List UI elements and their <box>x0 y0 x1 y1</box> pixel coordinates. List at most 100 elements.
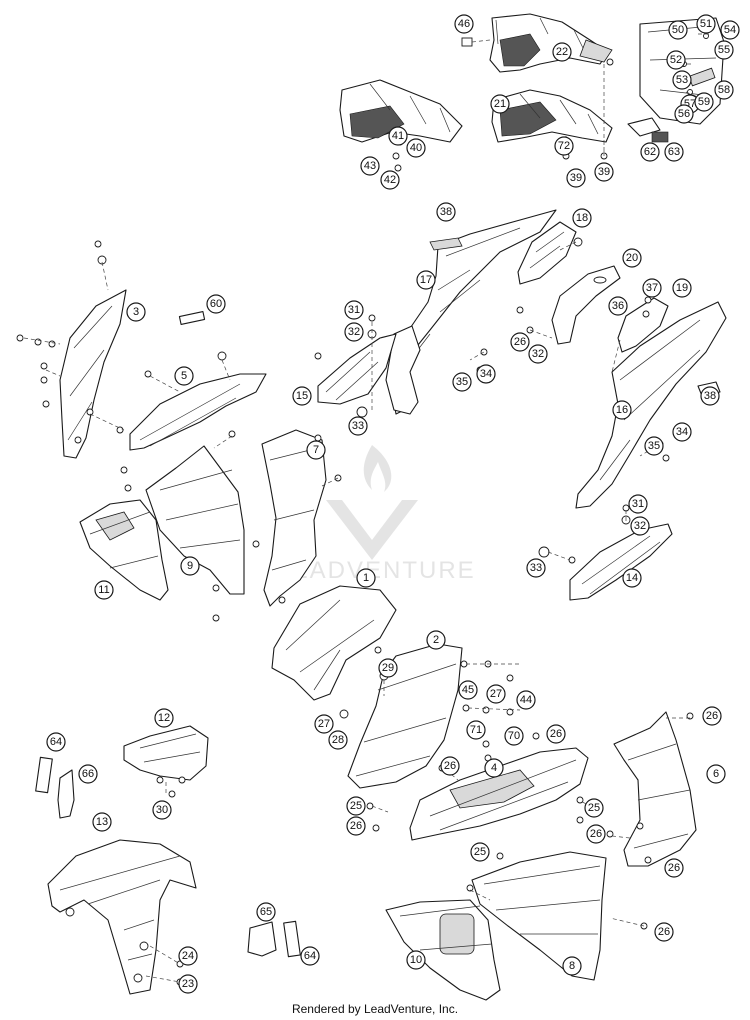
callout-bubble: 34 <box>476 364 496 384</box>
callout-number: 25 <box>350 800 362 812</box>
callout-list: 46 22 50 51 54 55 52 53 58 57 59 56 21 4… <box>46 14 740 994</box>
callout-bubble: 26 <box>586 824 606 844</box>
callout-number: 15 <box>296 390 308 402</box>
callout-number: 56 <box>678 108 690 120</box>
callout-bubble: 24 <box>178 946 198 966</box>
callout-number: 41 <box>392 130 404 142</box>
callout-number: 26 <box>590 828 602 840</box>
callout-number: 18 <box>576 212 588 224</box>
callout-number: 52 <box>670 54 682 66</box>
rear-cover-21 <box>491 89 613 143</box>
callout-number: 65 <box>260 906 272 918</box>
callout-bubble: 64 <box>300 946 320 966</box>
callout-bubble: 8 <box>562 956 582 976</box>
callout-number: 26 <box>658 926 670 938</box>
callout-number: 6 <box>713 768 719 780</box>
bracket-19 <box>617 296 669 353</box>
callout-number: 71 <box>470 724 482 736</box>
callout-bubble: 4 <box>484 758 504 778</box>
callout-number: 44 <box>520 694 532 706</box>
callout-bubble: 26 <box>440 756 460 776</box>
callout-number: 25 <box>474 846 486 858</box>
callout-bubble: 43 <box>360 156 380 176</box>
callout-bubble: 65 <box>256 902 276 922</box>
callout-number: 33 <box>530 562 542 574</box>
callout-bubble: 12 <box>154 708 174 728</box>
callout-number: 26 <box>514 336 526 348</box>
callout-bubble: 72 <box>554 136 574 156</box>
callout-bubble: 33 <box>526 558 546 578</box>
rear-cover-left <box>339 79 463 143</box>
callout-bubble: 27 <box>486 684 506 704</box>
callout-bubble: 15 <box>292 386 312 406</box>
callout-number: 36 <box>612 300 624 312</box>
headlight-cover-3 <box>59 289 127 459</box>
callout-number: 14 <box>626 572 638 584</box>
callout-bubble: 31 <box>344 300 364 320</box>
callout-number: 27 <box>490 688 502 700</box>
cover-15 <box>317 333 397 405</box>
callout-number: 11 <box>98 584 109 596</box>
callout-number: 32 <box>348 326 360 338</box>
callout-bubble: 58 <box>714 80 734 100</box>
side-panel-11 <box>79 499 169 601</box>
seat-cover-12 <box>123 725 209 784</box>
callout-number: 1 <box>363 572 369 584</box>
callout-bubble: 7 <box>306 440 326 460</box>
callout-number: 20 <box>626 252 638 264</box>
lower-fairing-4 <box>409 747 589 841</box>
lower-panel-8 <box>471 851 607 981</box>
callout-bubble: 36 <box>608 296 628 316</box>
callout-number: 34 <box>480 368 492 380</box>
callout-number: 29 <box>382 662 394 674</box>
callout-bubble: 26 <box>510 332 530 352</box>
callout-bubble: 1 <box>356 568 376 588</box>
callout-bubble: 32 <box>528 344 548 364</box>
callout-number: 13 <box>96 816 108 828</box>
reflector-62 <box>627 117 669 143</box>
callout-bubble: 26 <box>654 922 674 942</box>
watermark-v-icon <box>326 500 418 560</box>
side-fairing-2 <box>347 643 463 789</box>
bracket-65 <box>247 921 277 957</box>
callout-number: 42 <box>384 174 396 186</box>
callout-bubble: 70 <box>504 726 524 746</box>
windscreen-9 <box>145 445 245 595</box>
callout-number: 55 <box>718 44 730 56</box>
callout-bubble: 37 <box>642 278 662 298</box>
callout-number: 43 <box>364 160 376 172</box>
callout-bubble: 20 <box>622 248 642 268</box>
callout-bubble: 64 <box>46 732 66 752</box>
callout-bubble: 38 <box>436 202 456 222</box>
callout-number: 46 <box>458 18 470 30</box>
callout-number: 26 <box>668 862 680 874</box>
callout-bubble: 23 <box>178 974 198 994</box>
callout-bubble: 26 <box>346 816 366 836</box>
watermark-flame-icon <box>363 445 392 492</box>
callout-number: 38 <box>440 206 452 218</box>
side-cover-16 <box>575 301 727 509</box>
callout-bubble: 53 <box>672 70 692 90</box>
callout-number: 72 <box>558 140 570 152</box>
callout-number: 64 <box>304 950 316 962</box>
callout-bubble: 51 <box>696 14 716 34</box>
callout-number: 27 <box>318 718 330 730</box>
callout-bubble: 31 <box>628 494 648 514</box>
callout-bubble: 59 <box>694 92 714 112</box>
callout-bubble: 62 <box>640 142 660 162</box>
callout-number: 25 <box>588 802 600 814</box>
callout-bubble: 55 <box>714 40 734 60</box>
callout-bubble: 29 <box>378 658 398 678</box>
callout-number: 33 <box>352 420 364 432</box>
callout-bubble: 28 <box>328 730 348 750</box>
callout-bubble: 42 <box>380 170 400 190</box>
callout-number: 2 <box>433 634 439 646</box>
callout-number: 35 <box>456 376 468 388</box>
callout-bubble: 27 <box>314 714 334 734</box>
callout-number: 53 <box>676 74 688 86</box>
callout-bubble: 71 <box>466 720 486 740</box>
callout-number: 12 <box>158 712 170 724</box>
callout-bubble: 26 <box>664 858 684 878</box>
bracket-66 <box>57 769 75 819</box>
